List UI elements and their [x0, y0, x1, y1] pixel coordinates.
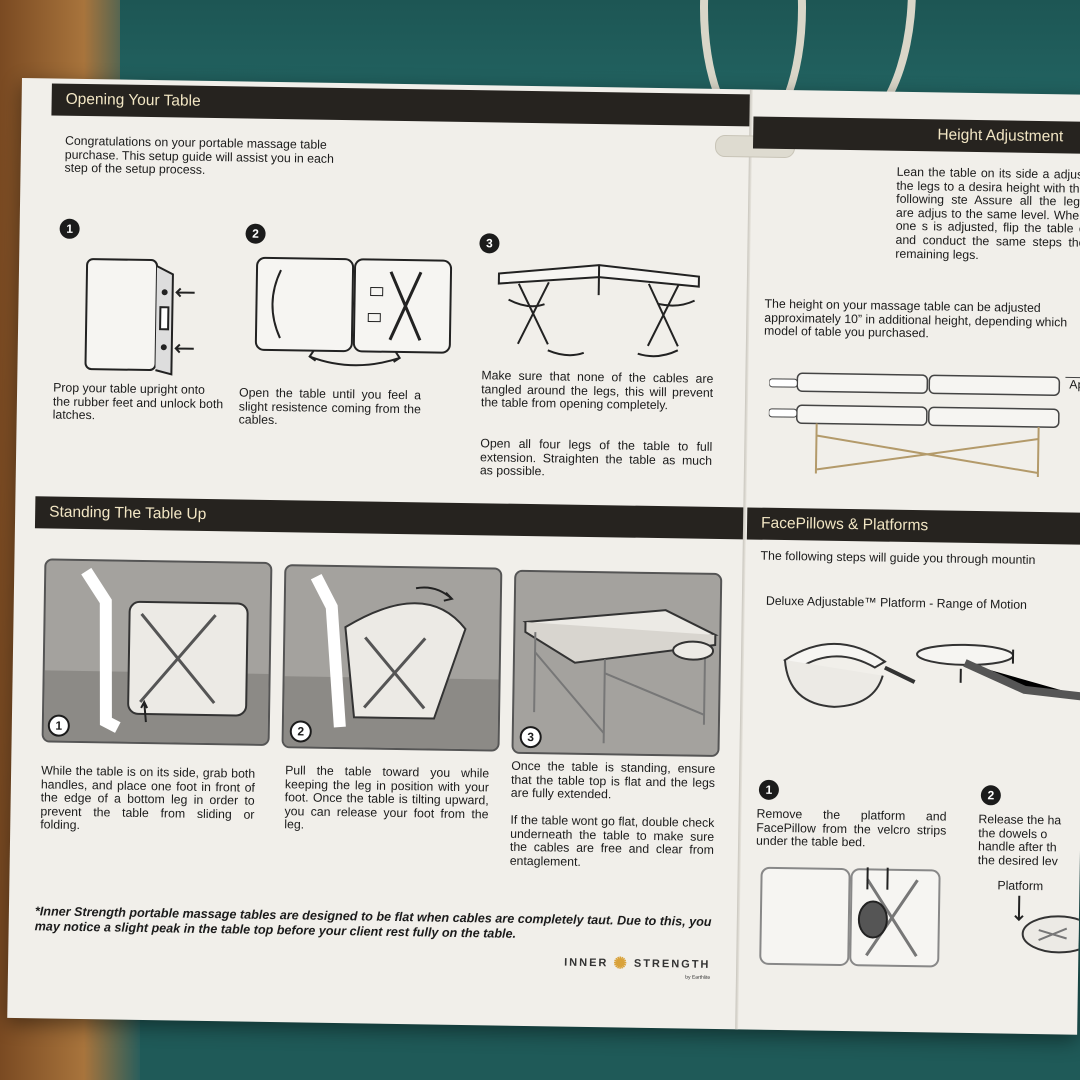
height-para2: The height on your massage table can be …	[764, 296, 1068, 341]
brand-sub: by Earthlite	[685, 974, 711, 981]
platform-title: Deluxe Adjustable™ Platform - Range of M…	[765, 593, 1028, 612]
face-intro: The following steps will guide you throu…	[760, 549, 1036, 567]
platform-label: Platform	[997, 878, 1044, 894]
pamphlet-fold	[735, 89, 753, 1030]
opening-step-3-number: 3	[479, 233, 500, 254]
standing-step-2-text: Pull the table toward you while keeping …	[284, 763, 490, 832]
folded-table-illustration	[84, 258, 195, 376]
opening-step-3-text: Make sure that none of the cables are ta…	[480, 368, 714, 413]
standing-step-1-image	[41, 558, 273, 746]
face-step-1-number: 1	[758, 779, 780, 800]
platform-under-table-illustration	[759, 866, 941, 968]
height-para1: Lean the table on its side a adjust the …	[895, 164, 1080, 262]
standing-step-3-text2: If the table wont go flat, double check …	[509, 812, 715, 869]
face-step-1-text: Remove the platform and FacePillow from …	[755, 806, 947, 850]
face-header: FacePillows & Platforms	[746, 507, 1080, 545]
instruction-pamphlet: Opening Your Table Congratulations on yo…	[7, 78, 1080, 1035]
brand-name-right: Strength	[633, 957, 711, 971]
footnote: *Inner Strength portable massage tables …	[34, 904, 712, 941]
standing-step-1-text: While the table is on its side, grab bot…	[40, 763, 256, 833]
opening-step-2-number: 2	[245, 223, 266, 244]
standing-step-3-text: Once the table is standing, ensure that …	[510, 758, 716, 802]
opening-intro: Congratulations on your portable massage…	[64, 133, 334, 178]
brand-logo: Inner ✺ Strength by Earthlite	[564, 953, 711, 981]
opening-table-illustration	[254, 256, 453, 367]
opening-step-1-text: Prop your table upright onto the rubber …	[52, 380, 224, 423]
brand-name-left: Inner	[564, 956, 609, 970]
platform-range-illustration	[783, 642, 1080, 708]
sun-icon: ✺	[613, 955, 629, 973]
legs-open-illustration	[497, 264, 700, 358]
standing-step-2-image	[281, 564, 503, 752]
height-label-ap: Ap	[1069, 377, 1080, 392]
standing-header: Standing The Table Up	[34, 496, 744, 540]
standing-step-3-image	[511, 569, 723, 758]
opening-step-3-text2: Open all four legs of the table to full …	[479, 436, 713, 479]
opening-header: Opening Your Table	[51, 83, 750, 127]
opening-step-1-number: 1	[59, 218, 80, 239]
face-step-2-number: 2	[980, 785, 1002, 806]
platform-detail-illustration	[1014, 895, 1080, 954]
height-table-illustration	[768, 372, 1080, 478]
opening-step-2-text: Open the table until you feel a slight r…	[238, 385, 422, 428]
face-step-2-text: Release the ha the dowels o handle after…	[977, 812, 1062, 869]
height-header: Height Adjustment	[752, 116, 1080, 154]
